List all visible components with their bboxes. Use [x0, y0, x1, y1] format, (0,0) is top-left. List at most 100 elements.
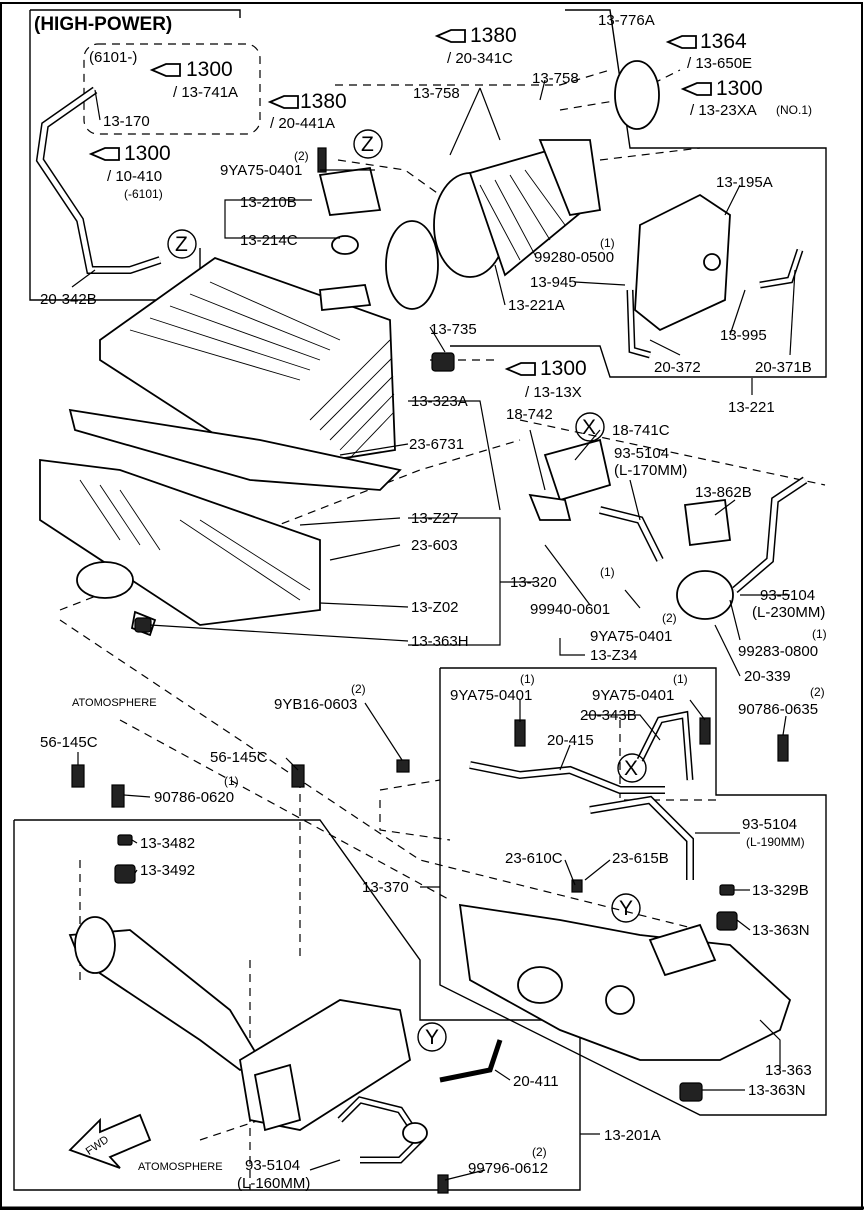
pointing-hand-icon: [665, 35, 697, 49]
marker-x-2: X: [617, 753, 647, 783]
part-13-3492: 13-3492: [140, 862, 195, 879]
part-13-995: 13-995: [720, 327, 767, 344]
part-13-363N-b: 13-363N: [748, 1082, 806, 1099]
part-13-370: 13-370: [362, 879, 409, 896]
duct-bracket-13-370: [458, 903, 792, 1061]
part-13-Z27: 13-Z27: [411, 510, 459, 527]
clamp-13-776A: [614, 60, 660, 130]
hose-clamp: [385, 220, 439, 310]
pointing-hand-icon: [434, 29, 466, 43]
pointing-hand-icon: [88, 147, 120, 161]
part-93-5104-d: 93-5104: [245, 1157, 300, 1174]
part-13-3482: 13-3482: [140, 835, 195, 852]
part-13-776A: 13-776A: [598, 12, 655, 29]
part-9YA75-0401-d: 9YA75-0401: [592, 687, 674, 704]
part-20-415: 20-415: [547, 732, 594, 749]
part-13-862B: 13-862B: [695, 484, 752, 501]
ref-1300-a: 1300 / 13-741A: [149, 58, 238, 101]
variant-title: (HIGH-POWER): [34, 14, 172, 35]
part-9YA75-0401-b: 9YA75-0401: [590, 628, 672, 645]
part-23-603: 23-603: [411, 537, 458, 554]
svg-text:/ 13-23XA: / 13-23XA: [690, 102, 757, 119]
part-93-5104-a: 93-5104: [614, 445, 669, 462]
part-20-343B: 20-343B: [580, 707, 637, 724]
part-90786-0635: 90786-0635: [738, 701, 818, 718]
svg-text:Z: Z: [175, 233, 188, 256]
part-13-323A: 13-323A: [411, 393, 468, 410]
part-93-5104-c: 93-5104: [742, 816, 797, 833]
svg-text:Y: Y: [619, 897, 633, 920]
part-13-221: 13-221: [728, 399, 775, 416]
svg-text:/ 10-410: / 10-410: [107, 168, 162, 185]
part-20-339: 20-339: [744, 668, 791, 685]
part-13-Z34: 13-Z34: [590, 647, 638, 664]
part-90786-0620: 90786-0620: [154, 789, 234, 806]
svg-text:1300: 1300: [186, 58, 233, 81]
qty-2-b: (2): [662, 611, 677, 625]
part-13-320: 13-320: [510, 574, 557, 591]
part-13-329B: 13-329B: [752, 882, 809, 899]
svg-text:(-6101): (-6101): [124, 187, 163, 201]
part-93-5104-a-length: (L-170MM): [614, 462, 687, 479]
qty-2-d: (2): [810, 685, 825, 699]
part-99940-0601: 99940-0601: [530, 601, 610, 618]
part-13-210B: 13-210B: [240, 194, 297, 211]
part-13-735: 13-735: [430, 321, 477, 338]
part-20-411: 20-411: [513, 1073, 559, 1090]
svg-text:1380: 1380: [470, 24, 517, 47]
part-13-363: 13-363: [765, 1062, 812, 1079]
svg-text:/ 13-13X: / 13-13X: [525, 384, 582, 401]
resonator: [634, 193, 731, 332]
svg-text:(NO.1): (NO.1): [776, 103, 812, 117]
part-99283-0800: 99283-0800: [738, 643, 818, 660]
ref-1300-b: 1300 / 10-410 (-6101): [88, 142, 171, 201]
part-93-5104-c-length: (L-190MM): [746, 835, 805, 849]
ref-1364: 1364 / 13-650E: [665, 30, 752, 72]
ref-1300-d: 1300 / 13-13X: [504, 357, 587, 401]
air-cleaner-case: [39, 458, 321, 637]
ref-1380-a: 1380 / 20-441A: [267, 90, 347, 132]
pointing-hand-icon: [680, 82, 712, 96]
marker-z-1: Z: [353, 129, 383, 159]
part-23-610C: 23-610C: [505, 850, 563, 867]
part-13-363H: 13-363H: [411, 633, 469, 650]
part-9YA75-0401-a: 9YA75-0401: [220, 162, 302, 179]
qty-1-f: (1): [224, 774, 239, 788]
part-23-6731: 23-6731: [409, 436, 464, 453]
part-13-221A: 13-221A: [508, 297, 565, 314]
svg-text:1300: 1300: [540, 357, 587, 380]
part-20-371B: 20-371B: [755, 359, 812, 376]
part-93-5104-b: 93-5104: [760, 587, 815, 604]
part-20-342B: 20-342B: [40, 291, 97, 308]
svg-text:/ 20-341C: / 20-341C: [447, 50, 513, 67]
svg-text:Y: Y: [425, 1026, 439, 1049]
svg-text:X: X: [582, 416, 596, 439]
fwd-arrow-icon: [68, 1113, 152, 1169]
marker-y-2: Y: [417, 1022, 447, 1052]
part-9YA75-0401-c: 9YA75-0401: [450, 687, 532, 704]
qty-1-d: (1): [520, 672, 535, 686]
part-13-758-b: 13-758: [413, 85, 460, 102]
svg-text:/ 13-741A: / 13-741A: [173, 84, 238, 101]
part-13-945: 13-945: [530, 274, 577, 291]
part-93-5104-b-length: (L-230MM): [752, 604, 825, 621]
qty-2-a: (2): [294, 149, 309, 163]
atmosphere-label-2: ATOMOSPHERE: [138, 1161, 223, 1173]
svg-text:1300: 1300: [716, 77, 763, 100]
pointing-hand-icon: [267, 95, 299, 109]
part-13-201A: 13-201A: [604, 1127, 661, 1144]
svg-text:X: X: [624, 757, 638, 780]
part-13-758-a: 13-758: [532, 70, 579, 87]
part-13-195A: 13-195A: [716, 174, 773, 191]
svg-text:1300: 1300: [124, 142, 171, 165]
part-13-363N-a: 13-363N: [752, 922, 810, 939]
pointing-hand-icon: [504, 362, 536, 376]
serial-note: (6101-): [89, 49, 137, 66]
sensor-13-210B: [318, 166, 382, 216]
part-13-214C: 13-214C: [240, 232, 298, 249]
qty-1-b: (1): [600, 565, 615, 579]
part-13-170: 13-170: [103, 113, 150, 130]
atmosphere-label-1: ATOMOSPHERE: [72, 697, 157, 709]
part-23-615B: 23-615B: [612, 850, 669, 867]
